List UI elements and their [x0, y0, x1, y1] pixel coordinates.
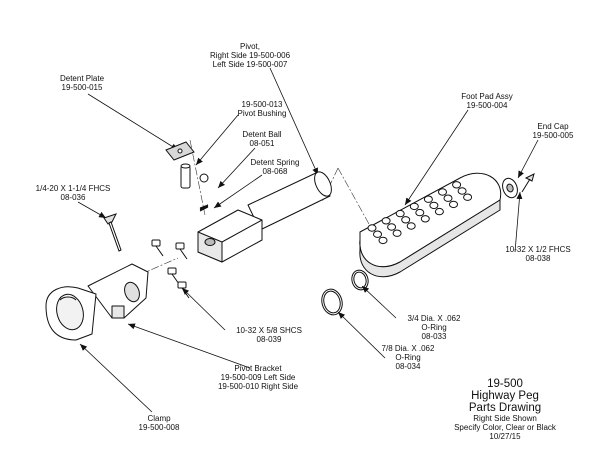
detent-spring [199, 204, 209, 212]
foot-pad-stud [367, 224, 377, 232]
leader-end-cap [517, 139, 539, 179]
foot-pad-stud [392, 229, 402, 237]
fhcs-short [521, 173, 535, 193]
leader-detent-spring [213, 174, 263, 209]
foot-pad-stud [429, 201, 439, 210]
detent-plate-hole [177, 148, 183, 154]
o-ring-78 [321, 288, 343, 316]
foot-pad-stud [423, 195, 433, 203]
leader-detent-plate [87, 93, 179, 151]
leader-shcs [181, 287, 226, 331]
foot-pad-stud [449, 200, 458, 209]
foot-pad-stud [395, 209, 405, 218]
foot-pad-stud [378, 236, 388, 245]
title-side: Right Side Shown [473, 414, 537, 423]
pivot-part [197, 171, 332, 263]
shcs-2 [175, 242, 188, 260]
shcs-3 [167, 267, 180, 285]
detent-ball [199, 173, 209, 183]
clamp [45, 286, 97, 341]
leader-pivot-bushing [195, 114, 239, 166]
o-ring-34 [351, 269, 369, 291]
pivot-shaft-end [314, 171, 332, 197]
leader-pivot-bracket [127, 323, 251, 369]
foot-pad-stud [406, 222, 416, 230]
leader-oring-78 [337, 311, 386, 359]
detent-parts [165, 141, 209, 212]
foot-pad-stud [409, 202, 419, 211]
fhcs-long [103, 213, 122, 252]
leader-fhcs-long [77, 201, 107, 219]
title-name: Highway Peg [471, 390, 539, 402]
leader-pivot [269, 67, 319, 176]
foot-pad-stud [401, 216, 411, 224]
foot-pad-stud [457, 187, 467, 195]
o-rings [321, 269, 369, 316]
pivot-bracket [87, 263, 149, 319]
foot-pad-stud [452, 181, 462, 189]
pivot-block-edge [221, 219, 263, 243]
title-part-number: 19-500 [487, 378, 523, 390]
title-block: 19-500 Highway Peg Parts Drawing Right S… [415, 378, 595, 441]
foot-pad-stud [438, 188, 447, 196]
pivot-bushing [180, 165, 191, 189]
foot-pad-stud [415, 208, 425, 217]
pivot-block-face [197, 231, 223, 263]
leader-lines [77, 67, 539, 413]
end-cap [502, 177, 518, 199]
screws [103, 173, 535, 299]
foot-pad-stud [420, 215, 430, 223]
leader-oring-34 [361, 285, 397, 319]
title-drawing: Parts Drawing [468, 402, 542, 414]
foot-pad-studs [367, 181, 473, 245]
center-line-detent [189, 139, 206, 216]
shcs-4 [177, 281, 190, 299]
pivot-bushing-top [180, 163, 191, 169]
foot-pad-stud [463, 193, 473, 201]
foot-pad-stud [373, 230, 382, 238]
title-finish: Specify Color, Clear or Black [454, 423, 556, 432]
leader-detent-ball [217, 147, 256, 189]
pivot-block-hole [204, 238, 216, 246]
leader-foot-pad [404, 109, 469, 206]
foot-pad-stud [443, 194, 453, 202]
shcs-1 [151, 239, 164, 257]
foot-pad-stud [381, 217, 391, 225]
leader-fhcs-short [514, 191, 523, 253]
leader-clamp [79, 343, 153, 413]
title-date: 10/27/15 [489, 432, 521, 441]
foot-pad-stud [387, 223, 397, 231]
foot-pad [359, 172, 502, 278]
foot-pad-stud [434, 207, 444, 216]
